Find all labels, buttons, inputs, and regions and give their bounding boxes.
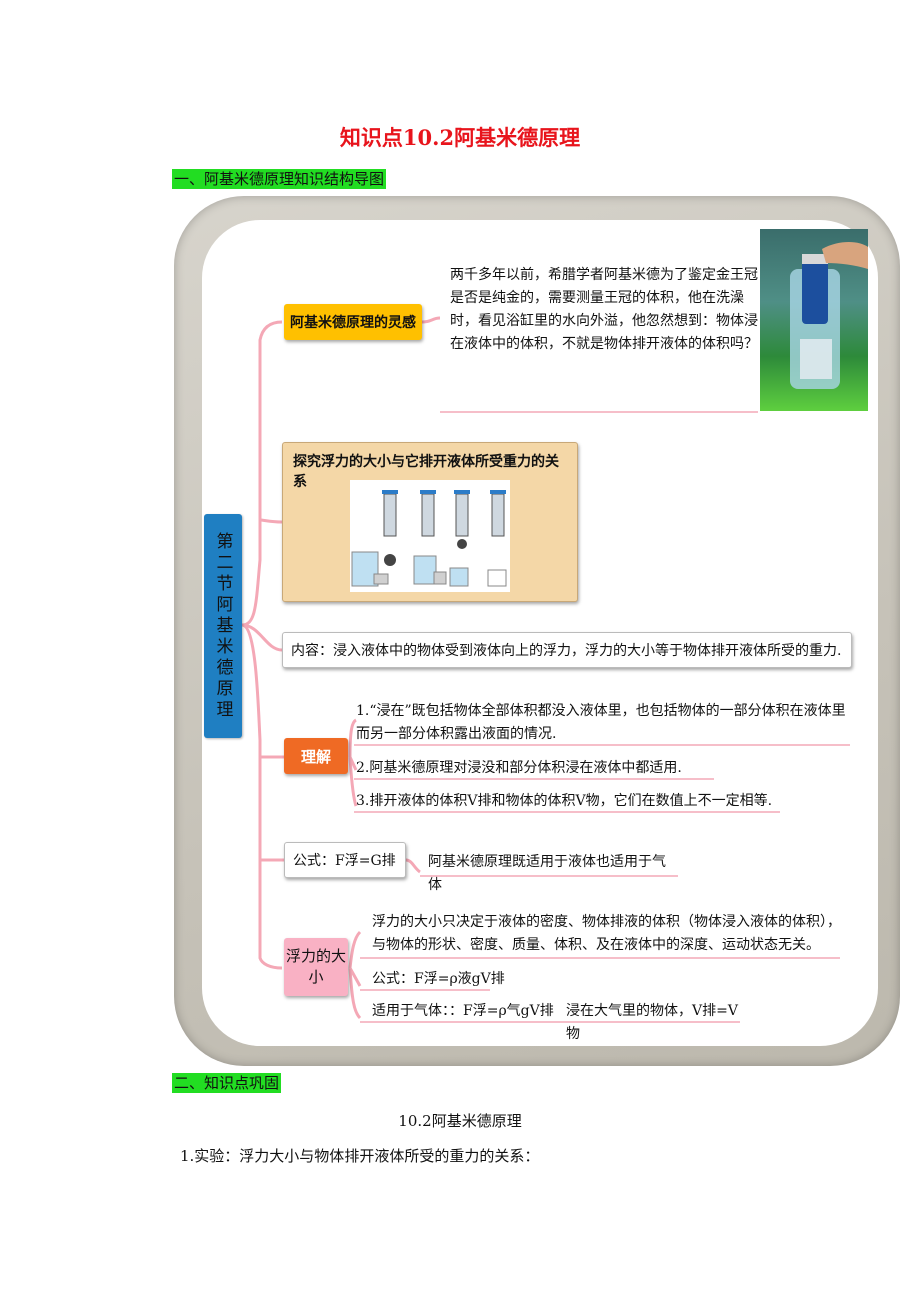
experiment-illustration <box>350 480 510 592</box>
buoyancy-text: 浮力的大小只决定于液体的密度、物体排液的体积（物体浸入液体的体积），与物体的形状… <box>372 914 841 953</box>
archimedes-photo <box>760 229 868 411</box>
understanding-item-3: 3.排开液体的体积V排和物体的体积V物，它们在数值上不一定相等. <box>356 793 773 809</box>
understanding-item-2: 2.阿基米德原理对浸没和部分体积浸在液体中都适用. <box>356 760 682 776</box>
buoyancy-node: 浮力的大小 <box>284 938 348 996</box>
buoyancy-gas-note: 浸在大气里的物体，V排=V物 <box>566 1003 738 1042</box>
photo-illustration <box>790 242 868 389</box>
formula-note: 阿基米德原理既适用于液体也适用于气体 <box>428 854 666 893</box>
buoyancy-gas: 适用于气体：：F浮=ρ气gV排 <box>372 1003 554 1019</box>
understanding-item-1: 1.“浸在”既包括物体全部体积都没入液体里，也包括物体的一部分体积在液体里而另一… <box>356 703 846 742</box>
section-heading-text: 一、阿基米德原理知识结构导图 <box>172 169 387 189</box>
inspiration-text: 两千多年以前，希腊学者阿基米德为了鉴定金王冠是否是纯金的，需要测量王冠的体积，他… <box>450 267 758 352</box>
subtitle: 10.2阿基米德原理 <box>398 1112 522 1130</box>
section-heading-mindmap: 一、阿基米德原理知识结构导图 <box>172 168 387 189</box>
experiment-label: 探究浮力的大小与它排开液体所受重力的关系 <box>293 454 559 490</box>
understanding-node: 理解 <box>284 738 348 774</box>
document-title: 知识点10.2阿基米德原理 <box>339 125 581 150</box>
inspiration-node: 阿基米德原理的灵感 <box>284 304 422 340</box>
buoyancy-formula: 公式：F浮=ρ液gV排 <box>372 971 505 987</box>
mindmap-root-node: 第二节阿基米德原理 <box>204 514 242 738</box>
formula-node: 公式：F浮=G排 <box>284 842 406 878</box>
content-node: 内容：浸入液体中的物体受到液体向上的浮力，浮力的大小等于物体排开液体所受的重力. <box>282 632 852 668</box>
question-1: 1.实验：浮力大小与物体排开液体所受的重力的关系： <box>180 1147 540 1165</box>
section-heading-consolidation: 二、知识点巩固 <box>172 1072 282 1093</box>
section-heading-text: 二、知识点巩固 <box>172 1073 282 1093</box>
spring-scale-diagram <box>351 490 507 587</box>
